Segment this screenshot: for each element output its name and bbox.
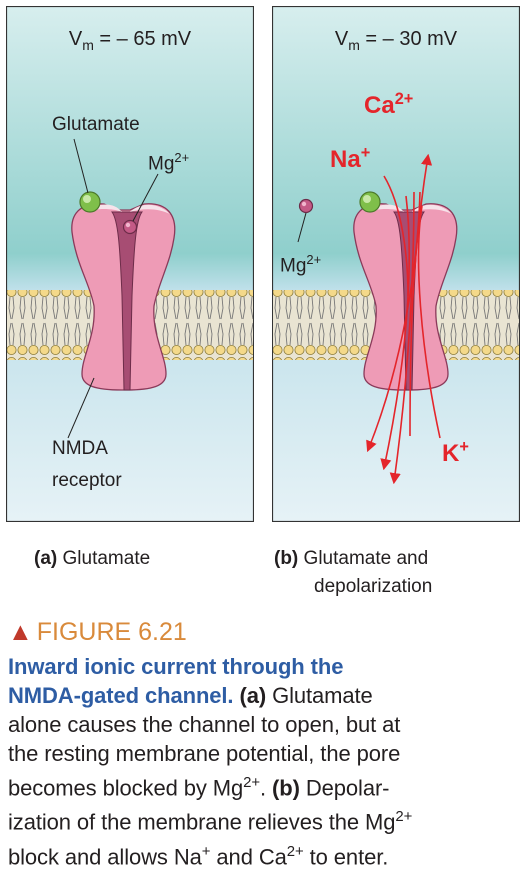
panel-b-glutamate-depolarization: Vm = – 30 mV Mg2+ Ca2+ Na+ K+ <box>272 6 520 522</box>
inward-arrow-2 <box>389 191 415 485</box>
glutamate-label: Glutamate <box>52 114 140 135</box>
receptor-pointer <box>67 377 95 439</box>
membrane-potential-a: Vm = – 65 mV <box>68 28 192 53</box>
outward-arrow-1 <box>409 153 433 437</box>
ion-flow-arrows <box>366 153 441 485</box>
glutamate-ball <box>359 191 381 213</box>
panel-a-glutamate: Vm = – 65 mV Glutamate Mg2+ NMDA recepto… <box>6 6 254 522</box>
glutamate-pointer <box>73 138 89 194</box>
panel-b-illustration <box>272 6 520 522</box>
inward-arrow-1 <box>380 195 410 471</box>
calcium-label: Ca2+ <box>364 90 414 119</box>
mg-label-a: Mg2+ <box>148 150 190 175</box>
potassium-label: K+ <box>442 438 469 467</box>
mg-ion-free <box>298 198 314 214</box>
figure-caption: Inward ionic current through the NMDA-ga… <box>8 654 413 869</box>
caption-b: (b) Glutamate and depolarization <box>274 548 433 597</box>
sodium-label: Na+ <box>330 144 371 173</box>
membrane-potential-b: Vm = – 30 mV <box>334 28 458 53</box>
mg-pointer-b <box>297 212 307 243</box>
mg-ion-blocking-pore <box>122 219 138 235</box>
caption-a: (a) Glutamate <box>34 548 151 569</box>
mg-label-b: Mg2+ <box>280 252 322 277</box>
triangle-icon: ▲ <box>8 618 33 646</box>
outward-arrow-2 <box>417 205 441 439</box>
panel-a-illustration <box>6 6 254 522</box>
figure-label: ▲FIGURE 6.21 <box>8 618 187 646</box>
inward-arrow-top-left <box>383 175 409 297</box>
glutamate-ball <box>79 191 101 213</box>
mg-pointer <box>132 173 159 222</box>
nmda-label-line2: receptor <box>52 470 122 491</box>
nmda-receptor <box>71 203 176 391</box>
nmda-label-line1: NMDA <box>52 438 108 459</box>
